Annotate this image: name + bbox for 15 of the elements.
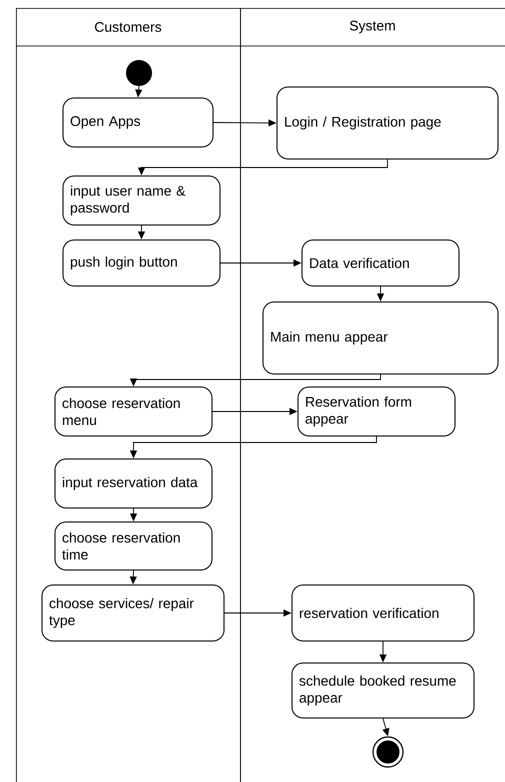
activity-box: Data verification	[302, 240, 460, 286]
activity-box: input reservation data	[54, 458, 212, 508]
activity-box: input user name & password	[62, 176, 220, 226]
activity-box: push login button	[62, 240, 220, 286]
start-node	[126, 60, 152, 86]
activity-box: choose reservation time	[54, 522, 212, 570]
activity-box: schedule booked resume appear	[292, 662, 474, 718]
activity-box: choose services/ repair type	[42, 584, 224, 642]
activity-box: choose reservation menu	[54, 386, 212, 436]
end-node	[372, 736, 404, 768]
activity-box: Reservation form appear	[298, 386, 456, 436]
activity-box: Main menu appear	[262, 302, 498, 374]
activity-box: Login / Registration page	[276, 86, 498, 160]
activity-box: reservation verification	[292, 584, 474, 642]
activity-box: Open Apps	[62, 98, 214, 148]
